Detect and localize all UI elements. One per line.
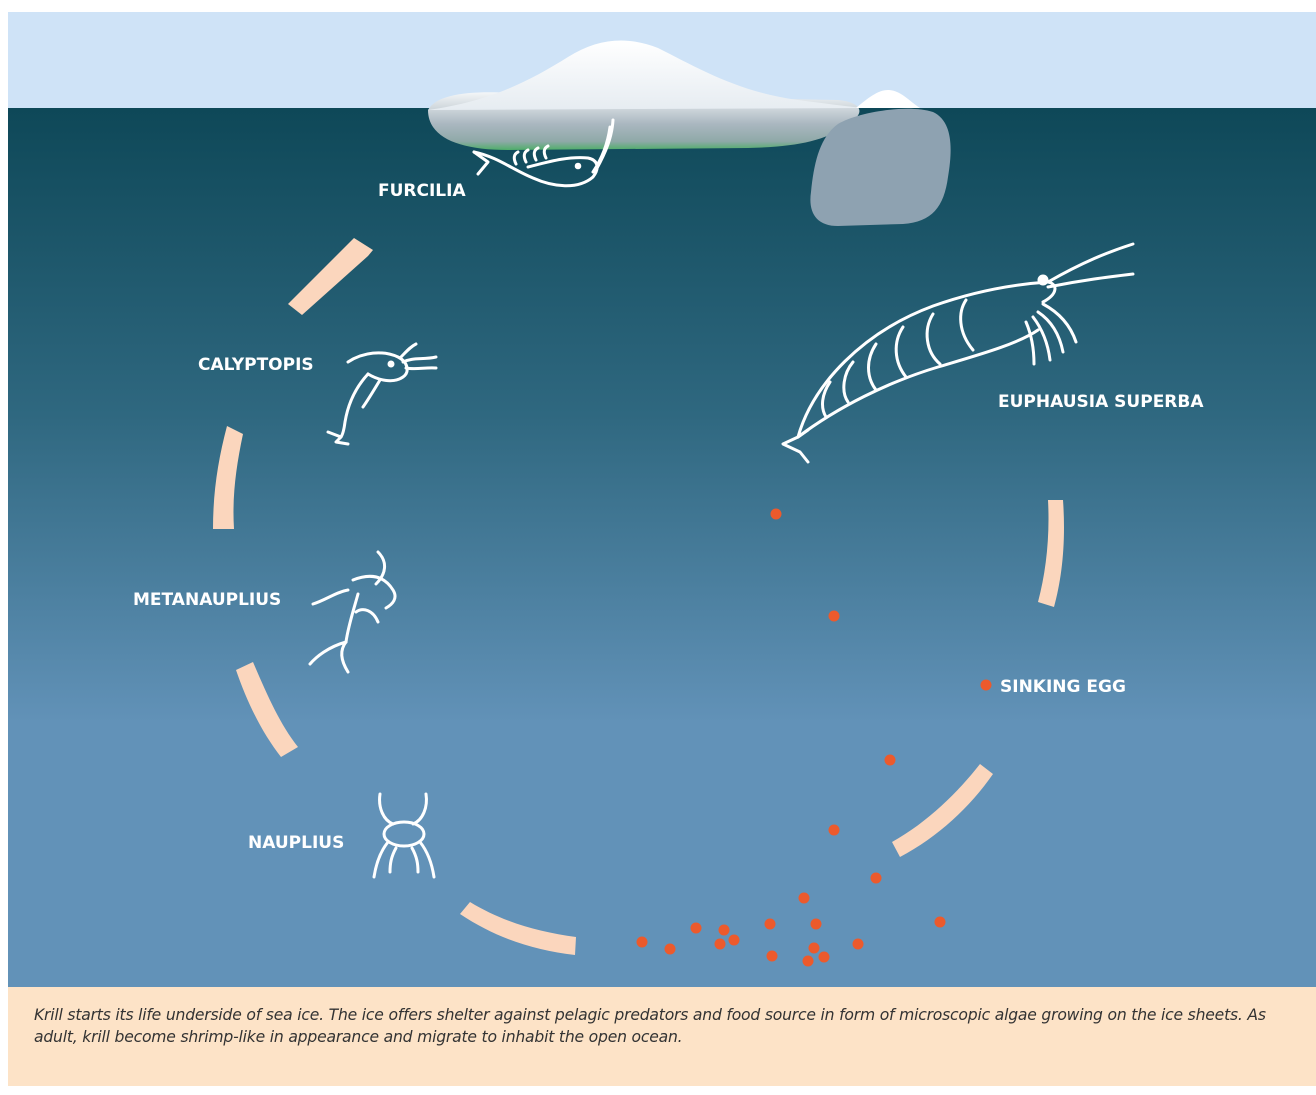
stage-label-metanauplius: METANAUPLIUS	[133, 590, 281, 610]
egg-dot	[853, 939, 864, 950]
egg-dot	[819, 952, 830, 963]
egg-dot	[803, 956, 814, 967]
egg-dot	[729, 935, 740, 946]
egg-dot	[809, 943, 820, 954]
egg-dot	[829, 825, 840, 836]
egg-dot	[871, 873, 882, 884]
egg-dot	[765, 919, 776, 930]
stage-label-egg: SINKING EGG	[1000, 677, 1126, 697]
egg-dot	[829, 611, 840, 622]
egg-dot	[885, 755, 896, 766]
egg-dot	[767, 951, 778, 962]
egg-dot	[715, 939, 726, 950]
stage-label-calyptopis: CALYPTOPIS	[198, 355, 314, 375]
egg-dot	[811, 919, 822, 930]
caption-panel: Krill starts its life underside of sea i…	[8, 987, 1316, 1086]
egg-dot-icon	[981, 680, 992, 691]
egg-dot	[935, 917, 946, 928]
stage-label-furcilia: FURCILIA	[378, 181, 466, 201]
egg-dot	[771, 509, 782, 520]
stage-label-adult: EUPHAUSIA SUPERBA	[998, 392, 1204, 412]
egg-dot	[799, 893, 810, 904]
krill-life-cycle-diagram: FURCILIA CALYPTOPIS METANAUPLIUS NAUPLIU…	[8, 12, 1316, 987]
caption-text: Krill starts its life underside of sea i…	[34, 1004, 1288, 1048]
egg-dot	[637, 937, 648, 948]
egg-dot	[719, 925, 730, 936]
ocean	[8, 108, 1316, 987]
egg-dot	[691, 923, 702, 934]
stage-label-nauplius: NAUPLIUS	[248, 833, 344, 853]
egg-dot	[665, 944, 676, 955]
